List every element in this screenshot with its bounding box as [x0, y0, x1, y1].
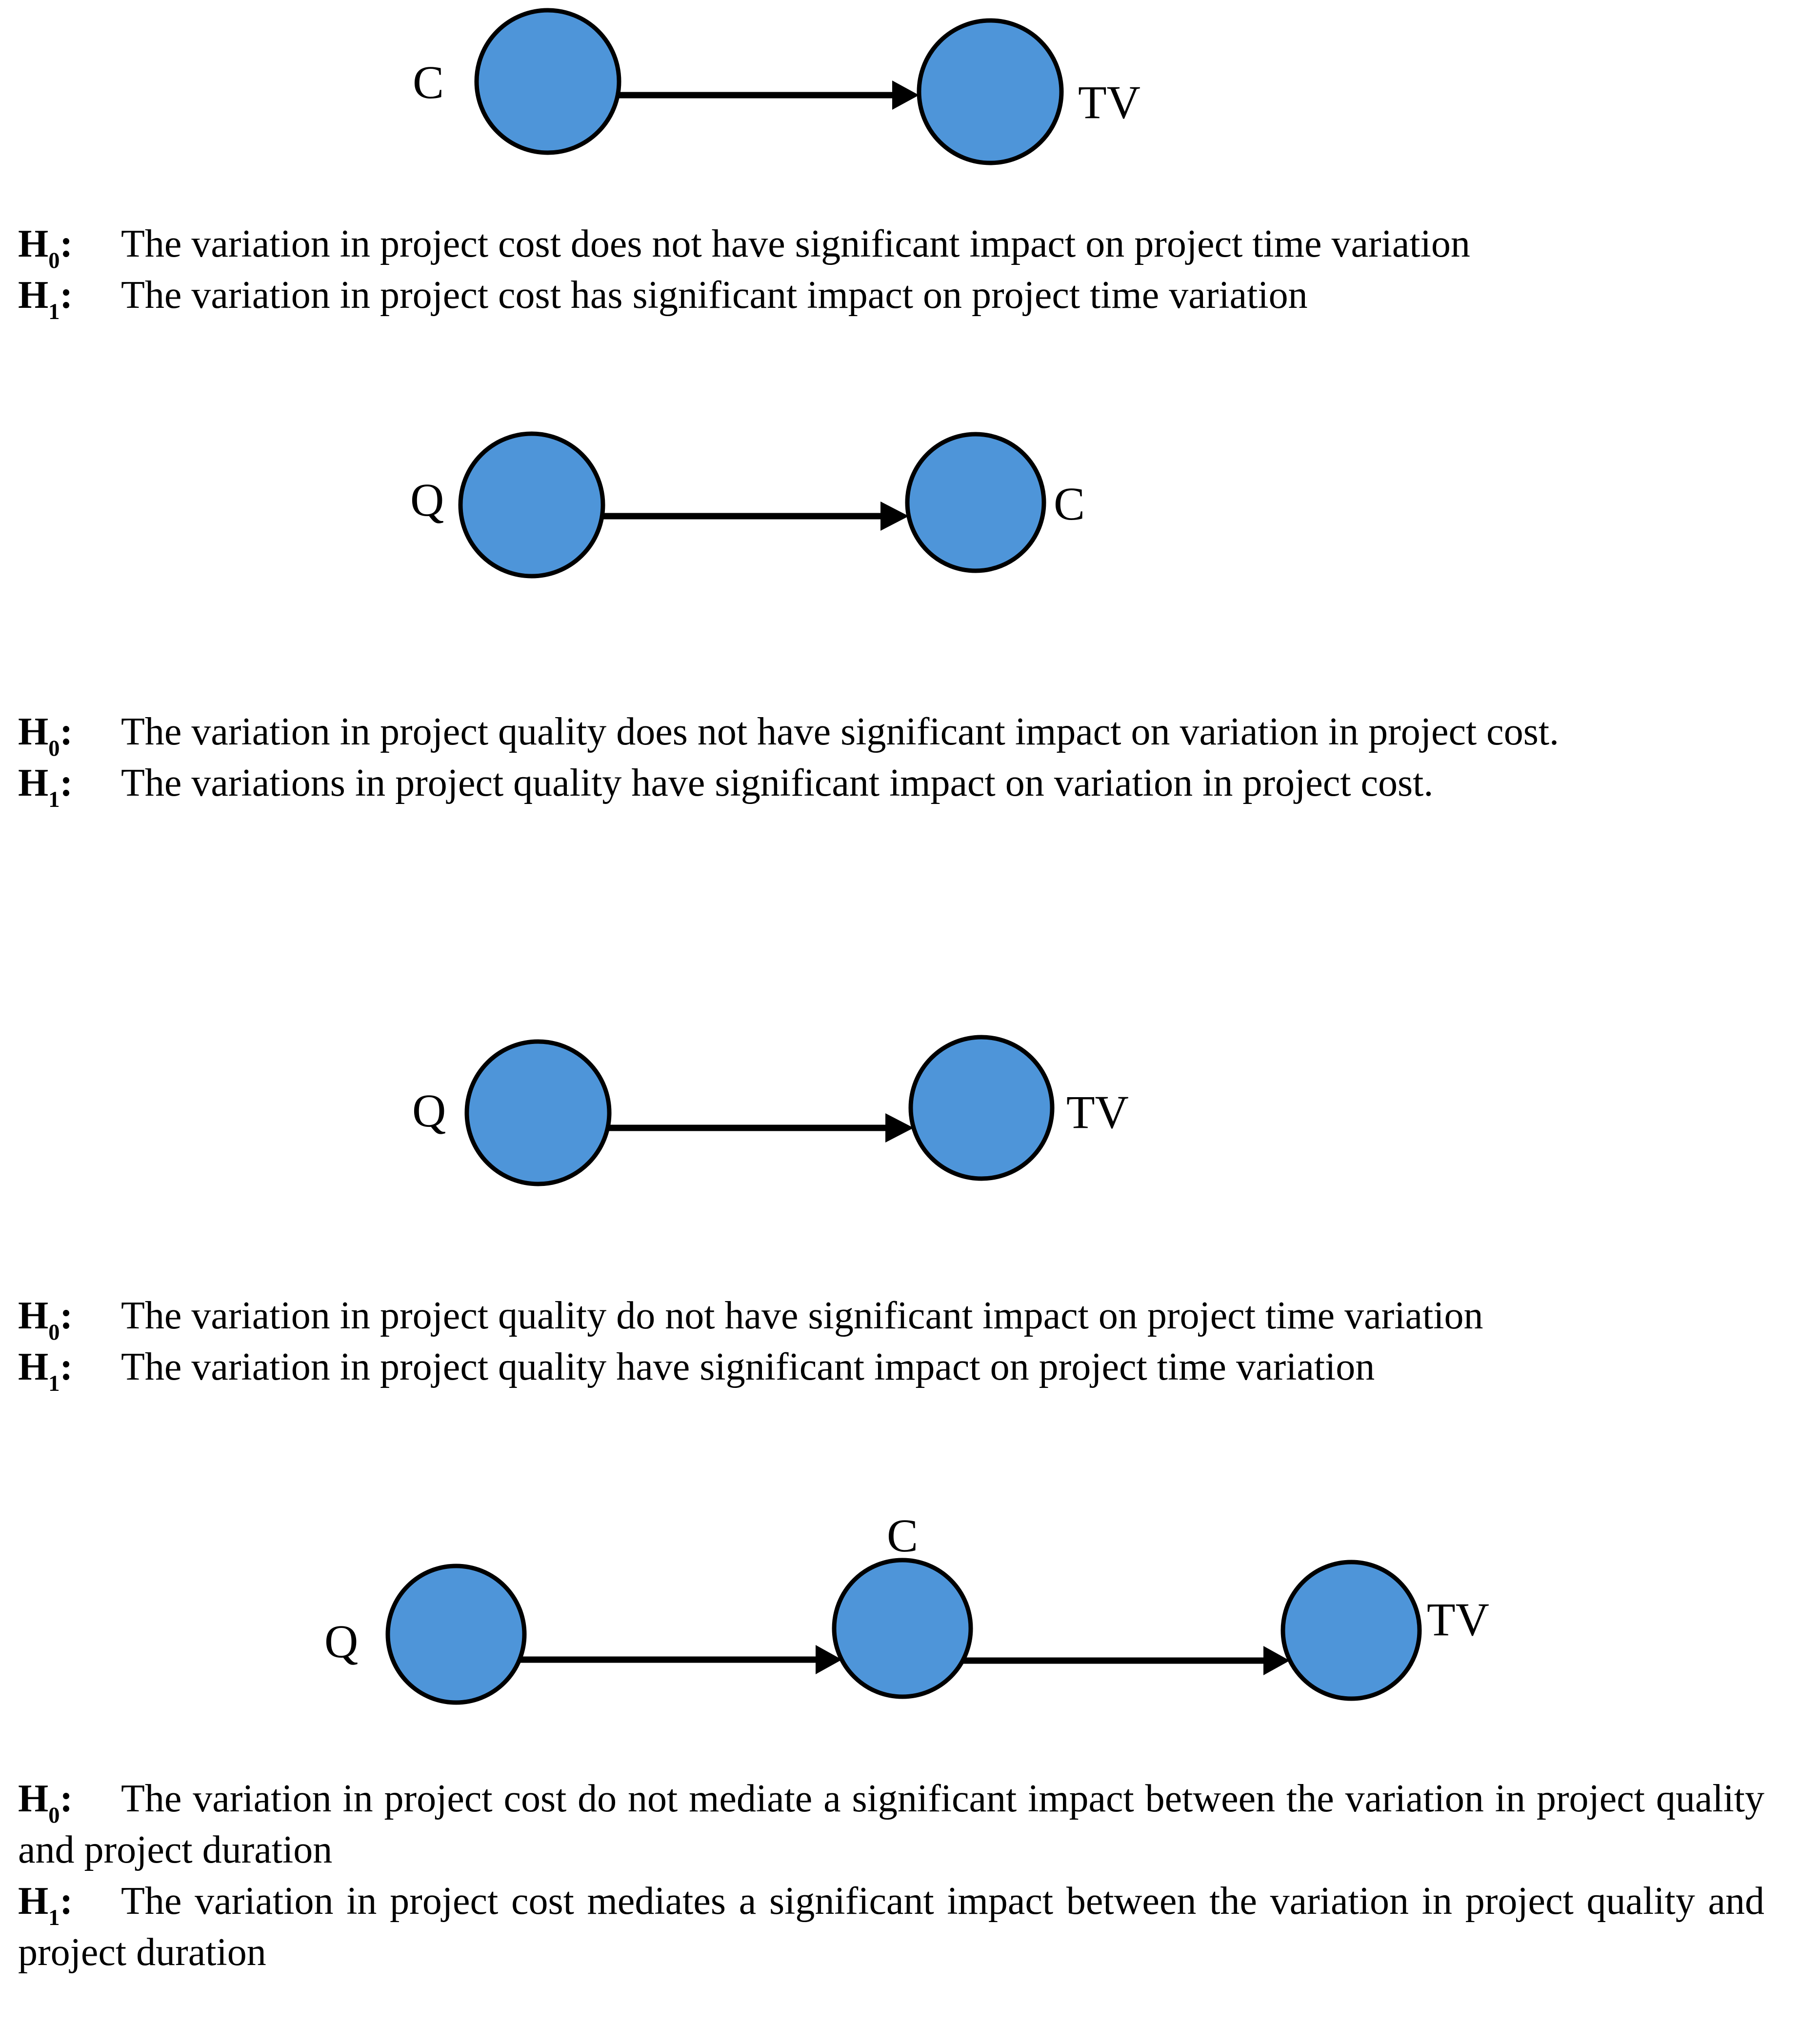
- node-circle-tv: [908, 1035, 1055, 1181]
- hypothesis-3-h1: H1: The variation in project quality have…: [18, 1342, 1784, 1396]
- node-label-q: Q: [412, 1084, 446, 1137]
- hypothesis-2-h1: H1: The variations in project quality hav…: [18, 758, 1784, 812]
- node-label-c: C: [887, 1509, 919, 1562]
- node-label-tv: TV: [1066, 1086, 1129, 1138]
- node-label-tv: TV: [1078, 76, 1140, 128]
- h1-text: The variation in project cost mediates a…: [18, 1880, 1764, 1974]
- node-circle-tv: [1280, 1560, 1422, 1701]
- h0-text: The variation in project cost does not h…: [121, 222, 1470, 265]
- arrow-c-to-tv-head: [892, 80, 919, 110]
- diagram-quality-to-cost: [458, 431, 1046, 579]
- h0-label: H0:: [18, 1777, 73, 1828]
- arrow-q-to-tv-head: [885, 1113, 914, 1143]
- h0-label: H0:: [18, 1294, 73, 1345]
- node-label-c: C: [413, 56, 444, 108]
- h1-label: H1:: [18, 274, 73, 324]
- node-label-tv: TV: [1427, 1593, 1489, 1645]
- hypothesis-3-h0: H0: The variation in project quality do n…: [18, 1290, 1784, 1345]
- h0-text: The variation in project cost do not med…: [18, 1777, 1764, 1871]
- arrow-c-to-tv-head: [1263, 1646, 1290, 1675]
- h1-text: The variation in project cost has signif…: [121, 274, 1308, 317]
- node-circle-q: [385, 1564, 527, 1705]
- h1-label: H1:: [18, 1880, 73, 1930]
- h1-text: The variations in project quality have s…: [121, 762, 1434, 804]
- hypothesis-4-h0: H0:The variation in project cost do not …: [18, 1773, 1764, 1876]
- hypothesis-1-h0: H0: The variation in project cost does no…: [18, 219, 1784, 273]
- node-label-c: C: [1054, 478, 1085, 530]
- h0-label: H0:: [18, 710, 73, 761]
- diagram-cost-to-time: [474, 8, 1064, 165]
- node-circle-q: [464, 1039, 612, 1186]
- h1-label: H1:: [18, 762, 73, 812]
- node-circle-c: [832, 1558, 973, 1699]
- hypothesis-4: H0:The variation in project cost do not …: [18, 1773, 1764, 1978]
- node-circle-q: [458, 431, 605, 579]
- h0-text: The variation in project quality does no…: [121, 710, 1560, 753]
- node-circle-c: [474, 8, 621, 155]
- node-label-q: Q: [324, 1615, 359, 1667]
- h1-label: H1:: [18, 1345, 73, 1396]
- node-circle-tv: [917, 18, 1064, 165]
- arrow-q-to-c-head: [880, 501, 909, 531]
- hypothesis-2-h0: H0: The variation in project quality does…: [18, 706, 1784, 761]
- h0-label: H0:: [18, 222, 73, 273]
- node-label-q: Q: [410, 474, 444, 526]
- h1-text: The variation in project quality have si…: [121, 1345, 1375, 1388]
- hypothesis-1-h1: H1: The variation in project cost has sig…: [18, 270, 1784, 324]
- diagram-mediation: [385, 1558, 1422, 1705]
- diagram-quality-to-time: [464, 1035, 1055, 1186]
- h0-text: The variation in project quality do not …: [121, 1294, 1483, 1337]
- hypothesis-4-h1: H1:The variation in project cost mediate…: [18, 1876, 1764, 1978]
- node-circle-c: [905, 432, 1046, 573]
- arrow-q-to-c-head: [816, 1645, 842, 1674]
